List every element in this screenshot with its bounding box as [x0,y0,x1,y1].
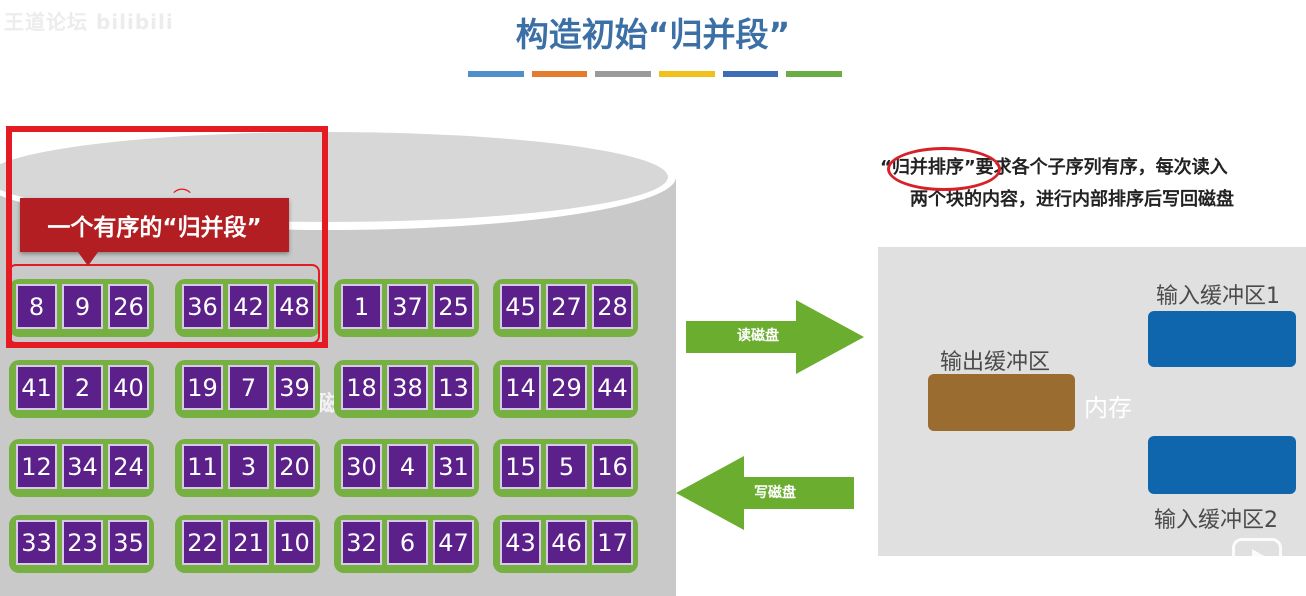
record-cell: 37 [387,284,428,329]
record-cell: 42 [228,284,269,329]
record-cell: 29 [546,365,587,410]
record-cell: 18 [341,365,382,410]
sorted-run-callout: 一个有序的“归并段” [20,198,289,252]
record-cell: 41 [16,365,57,410]
record-cell: 5 [546,444,587,489]
record-cell: 30 [341,444,382,489]
record-cell: 36 [182,284,223,329]
read-disk-label: 读磁盘 [737,328,779,344]
record-cell: 45 [500,284,541,329]
record-cell: 17 [592,520,633,565]
record-cell: 46 [546,520,587,565]
record-cell: 32 [341,520,382,565]
color-strip-segment [722,71,779,77]
note-line-1-rest: 要求各个子序列有序，每次读入 [975,157,1228,178]
watermark: 王道论坛 bilibili [4,10,174,34]
record-cell: 28 [592,284,633,329]
record-cell: 34 [62,444,103,489]
record-cell: 10 [274,520,315,565]
color-strip-segment [531,71,588,77]
read-disk-arrow [686,300,864,374]
record-cell: 12 [16,444,57,489]
record-cell: 16 [592,444,633,489]
record-cell: 22 [182,520,223,565]
record-cell: 21 [228,520,269,565]
record-cell: 8 [16,284,57,329]
record-cell: 25 [433,284,474,329]
record-cell: 44 [592,365,633,410]
record-cell: 43 [500,520,541,565]
record-cell: 1 [341,284,382,329]
record-cell: 20 [274,444,315,489]
input-buffer-1 [1148,311,1296,367]
input-buffer-2-label: 输入缓冲区2 [1154,508,1278,533]
record-cell: 9 [62,284,103,329]
color-strip-segment [595,71,652,77]
input-buffer-1-label: 输入缓冲区1 [1156,284,1280,309]
write-disk-label: 写磁盘 [754,485,796,501]
color-strip-segment [786,71,843,77]
color-strip-segment [468,71,524,77]
record-cell: 15 [500,444,541,489]
run-highlight-box [6,126,328,348]
record-cell: 6 [387,520,428,565]
record-cell: 3 [228,444,269,489]
record-cell: 40 [108,365,149,410]
record-cell: 48 [274,284,315,329]
record-cell: 13 [433,365,474,410]
record-cell: 33 [16,520,57,565]
callout-tail [78,252,98,266]
play-icon[interactable] [1232,538,1282,576]
record-cell: 31 [433,444,474,489]
record-cell: 26 [108,284,149,329]
record-cell: 47 [433,520,474,565]
record-cell: 39 [274,365,315,410]
memory-label: 内存 [1084,394,1132,422]
record-cell: 2 [62,365,103,410]
record-cell: 27 [546,284,587,329]
color-strip [468,71,843,77]
record-cell: 35 [108,520,149,565]
output-buffer-label: 输出缓冲区 [940,350,1051,375]
record-cell: 11 [182,444,223,489]
write-disk-arrow [676,456,854,530]
input-buffer-2 [1148,436,1296,494]
output-buffer [928,374,1075,431]
note-line-2: 两个块的内容，进行内部排序后写回磁盘 [910,189,1234,210]
record-cell: 4 [387,444,428,489]
record-cell: 14 [500,365,541,410]
record-cell: 38 [387,365,428,410]
page-title: 构造初始“归并段” [515,15,791,54]
record-cell: 19 [182,365,223,410]
note-highlight-circle [887,147,1001,191]
record-cell: 7 [228,365,269,410]
record-cell: 23 [62,520,103,565]
record-cell: 24 [108,444,149,489]
annotation-mark: ⌒ [173,188,191,209]
color-strip-segment [659,71,715,77]
